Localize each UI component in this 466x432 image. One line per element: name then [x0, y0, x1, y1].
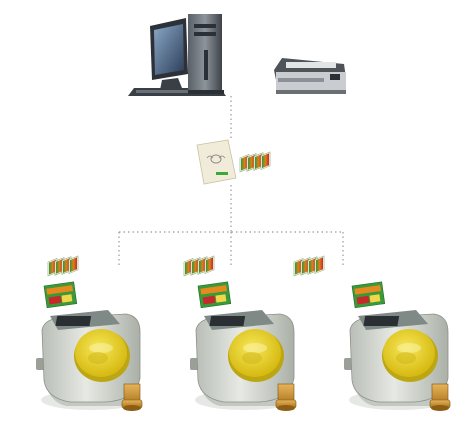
- desktop-computer-icon: [128, 14, 226, 96]
- ic-card-stack-icon: [239, 145, 271, 179]
- ic-card-reader-icon: [196, 139, 237, 185]
- ic-card-stack-icon: [47, 249, 79, 283]
- ic-card-stack-icon: [293, 249, 325, 283]
- prepaid-water-meter-icon: [189, 281, 297, 412]
- printer-icon: [274, 58, 346, 94]
- prepaid-water-meter-icon: [343, 281, 451, 412]
- connector-lines: [118, 96, 344, 266]
- prepaid-water-meter-icon: [35, 281, 143, 412]
- ic-card-stack-icon: [183, 249, 215, 283]
